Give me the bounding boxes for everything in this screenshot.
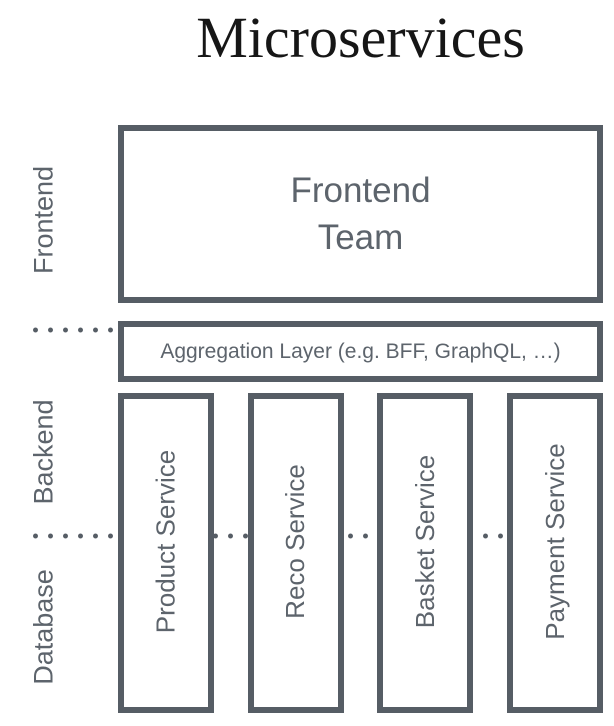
service-columns: Product Service Reco Service Basket Serv… [118, 393, 603, 713]
frontend-team-box: Frontend Team [118, 125, 603, 303]
service-box-product: Product Service [118, 393, 214, 713]
frontend-team-label-line1: Frontend [290, 171, 431, 210]
layer-label-backend: Backend [28, 399, 59, 505]
service-box-payment: Payment Service [506, 393, 603, 713]
layer-label-database: Database [28, 569, 59, 685]
service-label-product: Product Service [150, 449, 181, 633]
service-label-reco: Reco Service [280, 463, 311, 619]
layer-label-frontend: Frontend [28, 165, 59, 275]
service-box-reco: Reco Service [247, 393, 344, 713]
diagram-title: Microservices [196, 5, 525, 70]
service-label-payment: Payment Service [539, 442, 570, 640]
service-label-basket: Basket Service [409, 454, 440, 628]
frontend-team-label-line2: Team [317, 218, 404, 257]
service-box-basket: Basket Service [377, 393, 474, 713]
aggregation-layer-box: Aggregation Layer (e.g. BFF, GraphQL, …) [118, 321, 603, 382]
aggregation-layer-label: Aggregation Layer (e.g. BFF, GraphQL, …) [160, 339, 561, 363]
